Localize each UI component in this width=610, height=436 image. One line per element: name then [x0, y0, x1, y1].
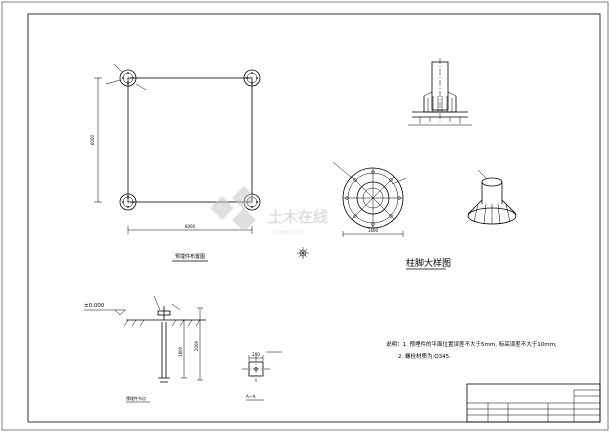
- embed-plate-bottom-left: [119, 193, 137, 211]
- watermark-url: CO188.COM: [272, 230, 302, 236]
- plan-title: 预埋件布置图: [175, 253, 205, 260]
- dim-total: 2000: [194, 340, 199, 351]
- column-base-plan: 1600 柱脚大样图: [332, 161, 451, 270]
- plan-dim-width: 6000: [185, 224, 196, 229]
- watermark-logo-icon: [210, 186, 256, 232]
- plan-dim-height: 6000: [90, 134, 95, 145]
- embed-plate-top-right: [243, 69, 261, 87]
- dim-line-vertical: [94, 77, 102, 203]
- watermark-brand: 土木在线: [268, 208, 328, 226]
- embed-elevation: ±0.000 1800 2000 预埋件节点: [84, 295, 206, 403]
- embed-plate-top-left: [119, 69, 137, 87]
- foot-detail-title: 柱脚大样图: [406, 257, 451, 269]
- section-a-a: 200 A—A: [242, 351, 282, 401]
- section-dim: 200: [252, 352, 260, 357]
- foot-dim: 1600: [368, 228, 379, 233]
- level-label: ±0.000: [84, 303, 105, 309]
- column-base-3d: [467, 169, 517, 225]
- dim-upper: 1800: [178, 346, 183, 357]
- note-line-2: 2. 螺栓材质为:Q345.: [398, 352, 451, 360]
- compass-icon: [297, 247, 309, 259]
- drawing-frame: [27, 13, 601, 423]
- elevation-title: 预埋件节点: [126, 395, 146, 401]
- embedded-parts-plan: 6000 6000 预埋件布置图: [90, 63, 261, 262]
- note-line-1: 说明：1. 预埋件的平面位置误差不大于5mm, 标高误差不大于10mm;: [386, 340, 557, 348]
- column-base-elevation: [408, 58, 472, 126]
- title-block: [466, 383, 601, 423]
- plan-outline: [127, 77, 253, 203]
- section-title: A—A: [246, 394, 256, 399]
- watermark: 土木在线 CO188.COM: [210, 186, 328, 236]
- dim-line-horizontal: [127, 226, 253, 234]
